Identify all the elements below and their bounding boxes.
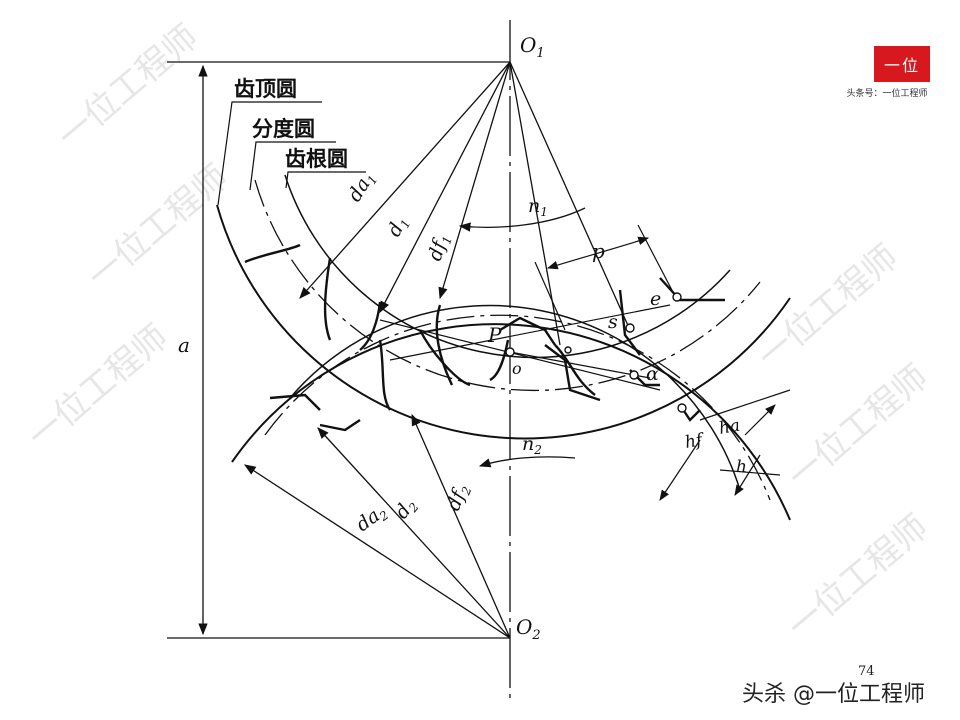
watermark-5: 一位工程师 <box>780 357 936 497</box>
label-e: e <box>650 288 661 310</box>
brand-subtitle: 头条号：一位工程师 <box>846 89 928 99</box>
pitch-circle-2 <box>264 314 771 501</box>
point-alpha <box>629 370 639 380</box>
label-df1: df1 <box>424 231 455 264</box>
label-df2: df2 <box>442 481 474 515</box>
n1-arrow <box>458 207 586 232</box>
label-d2: d2 <box>391 494 422 524</box>
gear-1-radii <box>299 61 631 346</box>
brand-logo: 一位 <box>874 46 930 82</box>
tooth-height-dimensions <box>659 389 791 501</box>
label-ha: ha <box>717 416 741 439</box>
watermark-2: 一位工程师 <box>80 157 236 297</box>
pitch-dimension <box>534 224 676 331</box>
page-number: 74 <box>858 664 875 679</box>
addendum-circle-2 <box>231 323 791 521</box>
label-p: p <box>592 239 605 263</box>
line-of-action <box>379 304 671 391</box>
label-n1: n1 <box>528 195 548 219</box>
point-ha <box>677 403 687 413</box>
watermark-1: 一位工程师 <box>50 17 206 157</box>
label-hf: hf <box>683 430 706 453</box>
label-s: s <box>608 311 618 333</box>
watermark-3: 一位工程师 <box>20 317 176 457</box>
pitch-circle-1 <box>254 179 761 392</box>
text-labels: 齿顶圆 分度圆 齿根圆 O1 O2 da1 d1 df1 da2 d2 df2 … <box>178 33 747 643</box>
watermark-6: 一位工程师 <box>780 507 936 647</box>
n2-arrow <box>478 456 576 468</box>
label-dedendum-circle: 齿根圆 <box>285 147 348 171</box>
gear-1-teeth <box>244 243 725 396</box>
gear-2-teeth <box>269 329 701 432</box>
label-o: o <box>512 359 522 378</box>
point-tooth <box>564 346 572 354</box>
gear-2-radii <box>244 413 511 639</box>
label-O2: O2 <box>516 615 541 643</box>
dedendum-circle-1 <box>284 174 731 359</box>
point-e <box>672 292 682 302</box>
label-da2: da2 <box>352 500 391 538</box>
watermarks: 一位工程师 一位工程师 一位工程师 一位工程师 一位工程师 一位工程师 <box>20 17 936 647</box>
points <box>505 292 687 413</box>
label-h: h <box>736 457 747 477</box>
label-a: a <box>178 333 190 357</box>
rotation-arrows <box>458 207 586 468</box>
frame-lines <box>167 20 511 700</box>
label-d1: d1 <box>383 213 413 242</box>
point-P <box>505 347 515 357</box>
label-leaders <box>217 101 366 206</box>
addendum-circle-1 <box>216 204 791 440</box>
label-alpha: α <box>646 363 659 385</box>
label-pitch-circle: 分度圆 <box>252 117 315 141</box>
label-O1: O1 <box>520 33 545 61</box>
label-n2: n2 <box>522 433 542 457</box>
gear-1-circles <box>216 174 791 440</box>
label-da1: da1 <box>344 168 381 207</box>
source-credit: 头杀 @一位工程师 <box>742 682 925 707</box>
dedendum-circle-2 <box>289 304 741 491</box>
label-addendum-circle: 齿顶圆 <box>234 77 297 101</box>
point-s <box>625 323 635 333</box>
label-P: P <box>487 323 502 347</box>
gear-2-circles <box>231 304 791 521</box>
watermark-4: 一位工程师 <box>750 237 906 377</box>
